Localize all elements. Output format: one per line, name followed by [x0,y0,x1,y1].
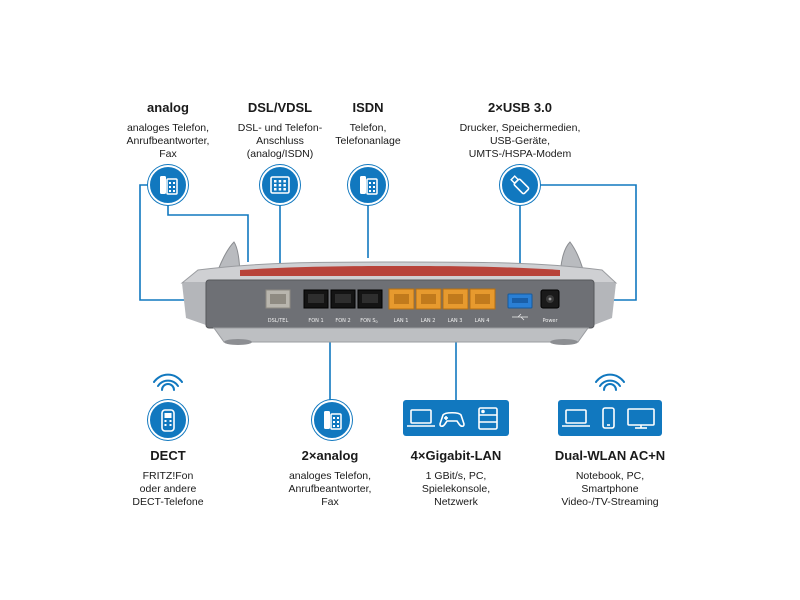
text-line: oder andere [139,483,197,495]
router-red-band [240,266,560,276]
text-line: Anrufbeantworter, [288,483,372,495]
port-label-lan4: LAN 4 [475,318,490,324]
text-line: Fax [321,496,339,508]
label-lan-title: 4×Gigabit-LAN [410,448,502,463]
text-line: FRITZ!Fon [142,470,194,482]
text-line: Telefonanlage [335,135,401,147]
text-line: analoges Telefon, [126,122,210,134]
port-label-lan3: LAN 3 [448,318,463,324]
label-analog-desc: analoges Telefon,Anrufbeantworter,Fax [103,122,233,161]
label-analog-title: analog [147,100,189,115]
phone-icon [312,400,352,440]
wlan-devices-box [558,400,662,436]
text-line: Spielekonsole, [421,483,491,495]
port-label-fon2: FON 2 [335,318,350,324]
text-line: 0 [376,320,378,324]
label-wlan-title: Dual-WLAN AC+N [554,448,666,463]
wifi-dect-icon [153,373,183,391]
text-line: Drucker, Speichermedien, [459,122,581,134]
label-analog2-title: 2×analog [301,448,359,463]
wifi-wlan-icon [595,373,625,391]
text-line: DSL- und Telefon- [237,122,323,134]
port-label-lan1: LAN 1 [394,318,409,324]
text-line: DECT-Telefone [132,496,204,508]
label-isdn-title: ISDN [352,100,384,115]
router-wing-right [594,283,616,325]
laptop-icon [407,409,435,427]
usb-stick-icon [500,165,540,205]
port-label-dsl: DSL/TEL [268,318,289,324]
line-analog [167,202,249,262]
label-isdn-desc: Telefon,Telefonanlage [313,122,423,148]
label-dsl-title: DSL/VDSL [247,100,313,115]
label-analog2-desc: analoges Telefon,Anrufbeantworter,Fax [265,470,395,509]
label-analog: analog analoges Telefon,Anrufbeantworter… [103,100,233,161]
text-line: FON S [360,318,375,324]
label-usb-desc: Drucker, Speichermedien,USB-Geräte,UMTS-… [440,122,600,161]
text-line: Video-/TV-Streaming [561,496,659,508]
router-wing-left [182,283,206,325]
label-analog2: 2×analog analoges Telefon,Anrufbeantwort… [265,448,395,509]
cordless-phone-icon [148,400,188,440]
port-label-fon1: FON 1 [308,318,323,324]
port-label-power: Power [542,318,558,324]
monitor-icon [627,408,655,429]
phone-icon [148,165,188,205]
text-line: Notebook, PC, [575,470,645,482]
server-icon [478,407,498,430]
text-line: Anschluss [256,135,304,147]
label-lan-desc: 1 GBit/s, PC,Spielekonsole,Netzwerk [388,470,524,509]
label-usb: 2×USB 3.0 Drucker, Speichermedien,USB-Ge… [440,100,600,161]
lan-devices-box [403,400,509,436]
label-isdn: ISDN Telefon,Telefonanlage [313,100,423,148]
text-line: USB-Geräte, [489,135,551,147]
text-line: Anrufbeantworter, [126,135,210,147]
text-line: UMTS-/HSPA-Modem [468,148,572,160]
text-line: Fax [159,148,177,160]
text-line: (analog/ISDN) [246,148,314,160]
line-left-bracket [139,184,205,301]
label-usb-title: 2×USB 3.0 [488,100,552,115]
text-line: Smartphone [581,483,639,495]
text-line: analoges Telefon, [288,470,372,482]
phone-icon [348,165,388,205]
port-label-fons0: FON S0 [360,318,378,324]
text-line: Telefon, [349,122,387,134]
port-label-lan2: LAN 2 [421,318,436,324]
text-line: Netzwerk [434,496,478,508]
gamepad-icon [439,411,465,428]
smartphone-icon [602,407,615,429]
label-dect-title: DECT [150,448,186,463]
usb-symbol-icon [512,313,528,321]
laptop-icon [562,409,590,427]
label-dsl-desc: DSL- und Telefon-Anschluss(analog/ISDN) [215,122,345,161]
line-usb-right [538,184,637,301]
dsl-splitter-icon [260,165,300,205]
label-lan: 4×Gigabit-LAN 1 GBit/s, PC,Spielekonsole… [388,448,524,509]
label-dsl: DSL/VDSL DSL- und Telefon-Anschluss(anal… [215,100,345,161]
text-line: 1 GBit/s, PC, [425,470,487,482]
